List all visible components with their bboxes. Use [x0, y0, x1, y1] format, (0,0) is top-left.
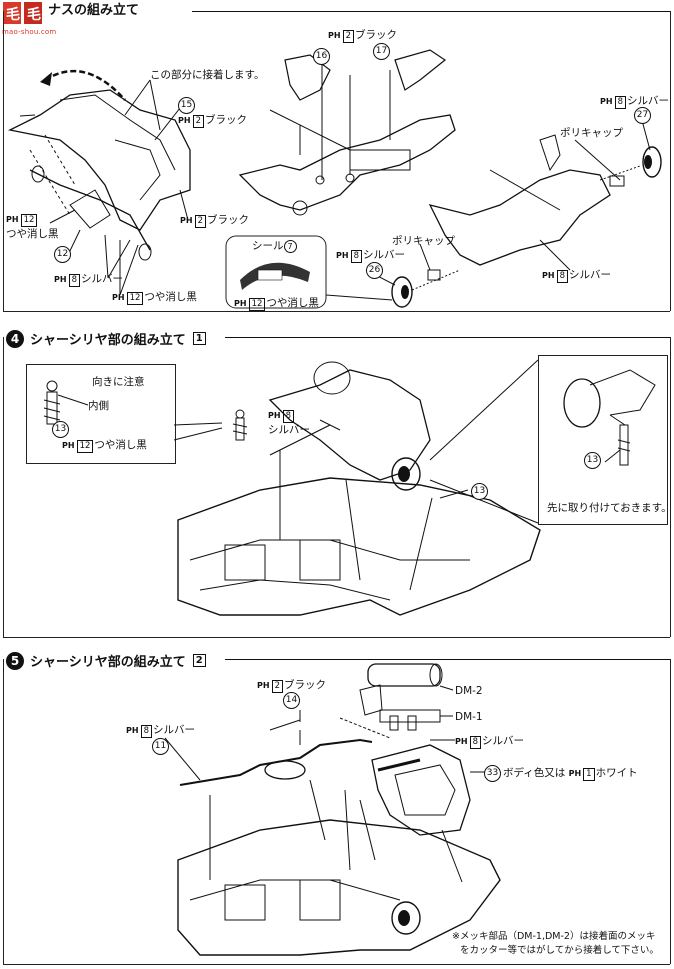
section5-rule — [225, 659, 670, 660]
part-12-number: 12 — [54, 246, 71, 263]
step-5-badge: 5 — [6, 651, 24, 670]
section5-border-left — [3, 659, 4, 964]
section3-border-bottom — [3, 311, 670, 312]
detail-inset-box — [538, 355, 668, 525]
part-15-number: 15 — [178, 97, 195, 114]
section4-rule — [225, 337, 670, 338]
part-13b-number: 13 — [471, 483, 488, 500]
section4-border-bottom — [3, 637, 670, 638]
section5-border-bottom — [3, 964, 670, 965]
part-13c-number: 13 — [584, 452, 601, 469]
part-11-number: 11 — [152, 738, 169, 755]
section4-border-left — [3, 337, 4, 637]
dm1-label: DM-1 — [455, 711, 483, 723]
inner-side-label: 内側 — [88, 400, 109, 412]
section3-rule — [192, 11, 670, 12]
attach-here-label: この部分に接着します。 — [150, 69, 265, 81]
section3-illustration — [8, 49, 662, 309]
plating-note-line2: をカッター等ではがしてから接着して下さい。 — [460, 945, 659, 956]
dm2-label: DM-2 — [455, 685, 483, 697]
polycap-left-label: ポリキャップ — [392, 235, 455, 247]
part-26-number: 26 — [366, 262, 383, 279]
watermark-logo: 毛 毛 mao-shou.com — [0, 0, 72, 40]
section3-title: ナスの組み立て — [48, 3, 140, 18]
part-13a-number: 13 — [52, 421, 69, 438]
ph12-top-color: つや消し黒 — [6, 228, 59, 240]
ph8-silver-label: シルバー — [268, 424, 310, 436]
part-16-number: 16 — [313, 48, 330, 65]
svg-text:毛: 毛 — [6, 6, 20, 23]
part-33-number: 33 — [484, 765, 501, 782]
polycap-right-label: ポリキャップ — [560, 127, 623, 139]
section5-border-right — [670, 659, 671, 964]
svg-text:毛: 毛 — [27, 6, 41, 23]
part-14-number: 14 — [283, 692, 300, 709]
section4-illustration — [43, 359, 656, 616]
section3-border-left — [3, 11, 4, 311]
attach-first-note: 先に取り付けておきます。 — [547, 502, 672, 514]
watermark-text: mao-shou.com — [2, 28, 57, 36]
step-4-badge: 4 — [6, 329, 24, 348]
section3-border-right — [670, 11, 671, 311]
plating-note-line1: ※メッキ部品（DM-1,DM-2）は接着面のメッキ — [452, 931, 656, 942]
section4-border-right — [670, 337, 671, 637]
direction-note-label: 向きに注意 — [92, 376, 145, 388]
part-27-number: 27 — [634, 107, 651, 124]
part-17-number: 17 — [373, 43, 390, 60]
